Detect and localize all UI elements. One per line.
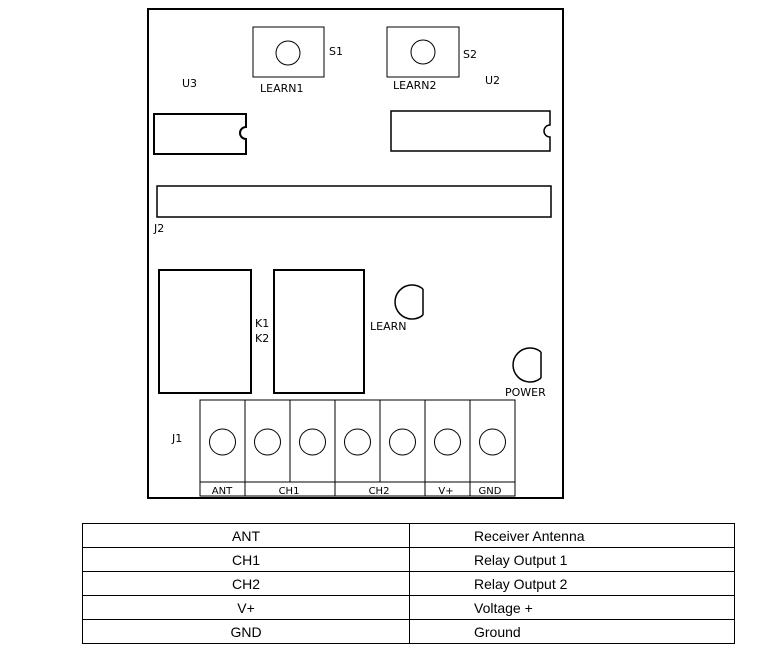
terminal-label-ch1: CH1 — [279, 486, 300, 497]
terminal-block-screws — [209, 428, 506, 456]
switch-s2-label: LEARN2 — [393, 79, 436, 92]
relay-k1-outline — [158, 269, 252, 394]
terminal-label-dividers — [244, 482, 471, 496]
board-layout-diagram: S1 LEARN1 S2 LEARN2 U3 U2 J2 K1 K2 LEARN — [147, 8, 564, 499]
table-cell-terminal: V+ — [82, 595, 410, 620]
table-row: GND Ground — [82, 619, 735, 644]
table-cell-terminal: CH1 — [82, 547, 410, 572]
switch-s2-button-icon — [410, 39, 436, 65]
table-cell-terminal: CH2 — [82, 571, 410, 596]
ic-u3-ref: U3 — [182, 77, 197, 90]
led-power-label: POWER — [505, 386, 546, 399]
terminal-screw-icon — [344, 428, 371, 456]
table-cell-description: Receiver Antenna — [409, 523, 735, 548]
led-learn: LEARN — [370, 284, 424, 333]
ic-u2-ref: U2 — [485, 74, 500, 87]
terminal-block-dividers — [244, 400, 471, 482]
header-j2-outline — [156, 185, 552, 218]
header-j2: J2 — [153, 185, 552, 235]
header-j2-ref: J2 — [153, 222, 164, 235]
switch-s1-ref: S1 — [329, 45, 343, 58]
terminal-screw-icon — [434, 428, 461, 456]
ic-u2: U2 — [390, 74, 551, 152]
table-cell-description: Relay Output 2 — [409, 571, 735, 596]
terminal-label-ch2: CH2 — [369, 486, 390, 497]
terminal-screw-icon — [254, 428, 281, 456]
terminal-screw-icon — [299, 428, 326, 456]
led-power: POWER — [505, 347, 546, 399]
table-cell-description: Relay Output 1 — [409, 547, 735, 572]
led-learn-icon — [394, 284, 424, 320]
switch-s2-ref: S2 — [463, 48, 477, 61]
table-cell-description: Ground — [409, 619, 735, 644]
table-row: CH2 Relay Output 2 — [82, 571, 735, 596]
terminal-screw-icon — [389, 428, 416, 456]
terminal-screw-icon — [479, 428, 506, 456]
switch-s1-label: LEARN1 — [260, 82, 303, 95]
terminal-block-j1: J1 ANT CH1 CH2 V+ GND — [171, 399, 516, 497]
terminal-label-gnd: GND — [479, 486, 502, 497]
switch-s2: S2 LEARN2 — [386, 26, 477, 92]
relay-k1-ref: K1 — [255, 317, 269, 330]
terminal-block-outline — [199, 399, 516, 497]
switch-s1: S1 LEARN1 — [252, 26, 343, 95]
table-cell-description: Voltage + — [409, 595, 735, 620]
ic-u3-outline — [153, 113, 247, 155]
table-row: ANT Receiver Antenna — [82, 523, 735, 548]
table-cell-terminal: ANT — [82, 523, 410, 548]
terminal-block-j1-ref: J1 — [171, 432, 182, 445]
relay-k2-ref: K2 — [255, 332, 269, 345]
led-learn-label: LEARN — [370, 320, 406, 333]
switch-s1-button-icon — [275, 40, 301, 66]
terminal-label-vplus: V+ — [438, 486, 453, 497]
relays: K1 K2 — [158, 269, 365, 394]
table-cell-terminal: GND — [82, 619, 410, 644]
table-row: CH1 Relay Output 1 — [82, 547, 735, 572]
ic-u3: U3 — [153, 77, 247, 155]
relay-k2-outline — [273, 269, 365, 394]
led-power-icon — [512, 347, 542, 383]
terminal-label-ant: ANT — [212, 486, 233, 497]
board-outline — [147, 8, 564, 499]
table-row: V+ Voltage + — [82, 595, 735, 620]
terminal-screw-icon — [209, 428, 236, 456]
terminal-description-table: ANT Receiver Antenna CH1 Relay Output 1 … — [82, 523, 735, 644]
ic-u2-outline — [390, 110, 551, 152]
